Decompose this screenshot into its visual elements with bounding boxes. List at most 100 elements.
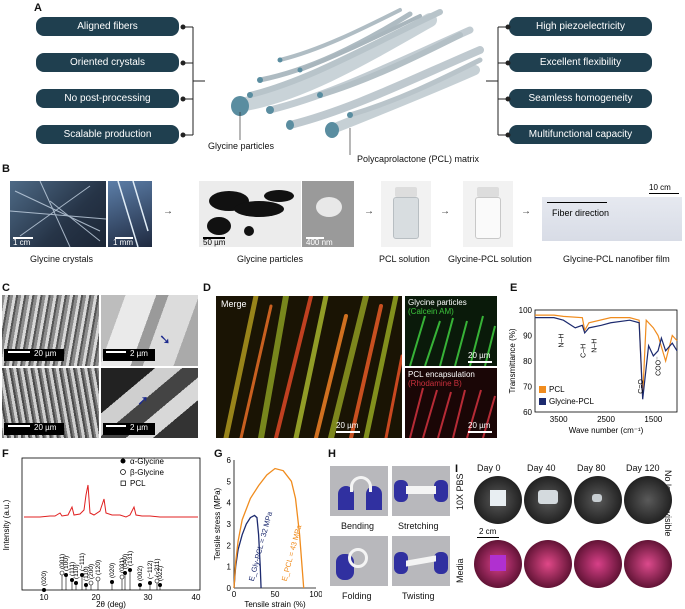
photo-glycine-particles-2 — [302, 181, 354, 247]
scale-bar-b2 — [115, 237, 133, 239]
tensile-ytick: 6 — [227, 456, 232, 465]
xrd-peak-label: (110) — [73, 564, 80, 579]
tensile-ytick: 1 — [227, 563, 232, 572]
photo-glycine-crystals-1 — [10, 181, 106, 247]
legend-alpha: α-Glycine — [130, 457, 165, 466]
pill-multifunctional-capacity: Multifunctional capacity — [509, 125, 652, 144]
modulus-pcl-label: E_PCL = 43 MPa — [280, 523, 304, 582]
scale-bar-i — [477, 537, 499, 538]
row-label-media: Media — [455, 558, 465, 583]
ftir-xlabel: Wave number (cm⁻¹) — [569, 426, 644, 435]
tensile-series-0 — [233, 514, 262, 589]
scale-bar-d2 — [468, 361, 492, 363]
xrd-peak-alpha — [74, 581, 78, 585]
legend-pcl-marker — [120, 480, 126, 486]
xrd-peak-alpha — [70, 578, 74, 582]
row-label-pbs: 10X PBS — [455, 473, 465, 510]
pill-excellent-flexibility: Excellent flexibility — [509, 53, 652, 72]
xrd-peak-alpha — [148, 581, 152, 585]
tensile-ytick: 5 — [227, 477, 232, 486]
panel-label-e: E — [510, 282, 518, 294]
xrd-peak-label: (001) — [59, 554, 66, 569]
ftir-ytick: 90 — [523, 332, 532, 341]
tensile-ytick: 2 — [227, 541, 232, 550]
xrd-peak-beta — [119, 574, 125, 580]
caption-glycine-crystals: Glycine crystals — [30, 254, 94, 264]
panel-label-h: H — [328, 448, 336, 460]
legend-pcl: PCL — [130, 479, 146, 488]
arrow-right-icon: → — [364, 206, 374, 217]
photo-twisting — [392, 536, 450, 586]
dish-media-day120 — [624, 540, 672, 588]
tensile-xtick: 50 — [271, 590, 280, 599]
ftir-series-0 — [535, 314, 678, 397]
scale-label-b1: 1 cm — [13, 238, 31, 247]
dish-pbs-day40 — [524, 476, 572, 524]
photo-bending — [330, 466, 388, 516]
caption-twisting: Twisting — [402, 591, 435, 601]
merge-label: Merge — [221, 299, 247, 309]
xrd-xtick: 10 — [40, 593, 49, 602]
xrd-chart: Intensity (a.u.) 2θ (deg) 10 20 30 40 α-… — [2, 457, 201, 609]
dish-media-day80 — [574, 540, 622, 588]
dish-media-day0 — [474, 540, 522, 588]
calcein-label: (Calcein AM) — [408, 307, 454, 316]
ftir-xtick: 2500 — [597, 415, 615, 424]
xrd-peak-alpha — [84, 583, 88, 587]
scale-label-c3: 20 µm — [34, 423, 57, 432]
scale-label-d2: 20 µm — [468, 351, 491, 360]
ftir-annotation: COO⁻ — [655, 356, 662, 376]
xrd-peak-label: (−211) — [154, 559, 161, 578]
panel-a-graphic — [180, 8, 511, 155]
scale-bar-d1 — [336, 431, 360, 433]
xrd-curve — [24, 484, 198, 518]
day-label-80: Day 80 — [577, 463, 606, 473]
legend-alpha-marker — [120, 458, 126, 464]
photo-nanofiber-film — [542, 197, 682, 241]
day-label-0: Day 0 — [477, 463, 501, 473]
scale-bar-b3 — [203, 237, 225, 239]
xrd-peak-label: (111) — [69, 562, 76, 576]
xrd-peak-label: (131) — [127, 551, 134, 566]
arrow-right-icon: → — [163, 206, 173, 217]
legend-beta-marker — [120, 469, 126, 475]
photo-glycine-crystals-2 — [108, 181, 152, 247]
ftir-annotation: C–H — [581, 344, 588, 358]
ftir-ylabel: Transmittance (%) — [508, 328, 517, 393]
fluorescence-glycine — [405, 296, 497, 366]
xrd-peak-label: (110) — [83, 566, 90, 581]
fiber-direction-arrow-icon — [547, 202, 607, 203]
panel-label-f: F — [2, 448, 9, 460]
caption-glycine-pcl-solution: Glycine-PCL solution — [448, 254, 532, 264]
ftir-ytick: 60 — [523, 408, 532, 417]
xrd-xlabel: 2θ (deg) — [96, 600, 126, 609]
scale-bar-c3 — [8, 425, 30, 427]
xrd-peak-beta — [154, 578, 160, 584]
tensile-xlabel: Tensile strain (%) — [244, 600, 306, 609]
scale-bar-c1 — [8, 351, 30, 353]
panel-label-d: D — [203, 282, 211, 294]
tensile-ytick: 4 — [227, 499, 232, 508]
ftir-ytick: 100 — [519, 306, 533, 315]
scale-bar-c2 — [106, 351, 126, 353]
caption-nanofiber-film: Glycine-PCL nanofiber film — [563, 254, 670, 264]
label-pcl-matrix: Polycaprolactone (PCL) matrix — [357, 154, 480, 164]
legend-gly: Glycine-PCL — [549, 397, 594, 406]
pill-oriented-crystals: Oriented crystals — [36, 53, 179, 72]
arrow-marker-icon: ➚ — [137, 392, 149, 408]
caption-bending: Bending — [341, 521, 375, 531]
fluorescence-pcl — [405, 368, 497, 438]
ftir-series-1 — [535, 317, 678, 400]
xrd-peak-alpha — [123, 571, 127, 575]
scale-label-b4: 400 nm — [306, 238, 333, 247]
ftir-ytick: 70 — [523, 383, 532, 392]
xrd-xtick: 30 — [144, 593, 153, 602]
scale-bar-c4 — [106, 425, 126, 427]
xrd-peak-alpha — [64, 573, 68, 577]
day-label-120: Day 120 — [626, 463, 660, 473]
xrd-peak-label: (002) — [137, 566, 144, 581]
xrd-peak-label: (200) — [88, 564, 95, 579]
xrd-peak-label: (020) — [41, 571, 48, 586]
